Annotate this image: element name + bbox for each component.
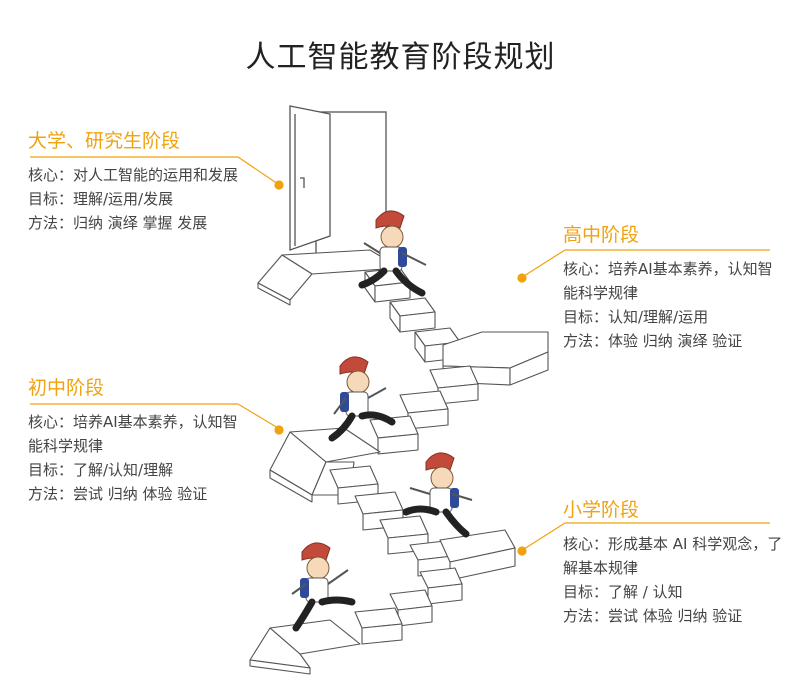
- stage-goal: 目标：了解 / 认知: [563, 583, 683, 601]
- top-landing: [257, 249, 401, 306]
- bottom-stairs: [249, 567, 463, 675]
- open-door-icon: [289, 105, 387, 261]
- page-title: 人工智能教育阶段规划: [245, 40, 556, 75]
- stage-name: 初中阶段: [28, 377, 105, 399]
- child-climbing-icon: [402, 452, 473, 538]
- stage-name: 小学阶段: [563, 499, 640, 521]
- stage-core: 核心：培养AI基本素养，认知智能科学规律: [28, 413, 238, 455]
- child-climbing-icon: [291, 542, 356, 632]
- stage-high-school: 高中阶段 核心：培养AI基本素养，认知智能科学规律 目标：认知/理解/运用 方法…: [563, 220, 785, 353]
- stage-goal: 目标：理解/运用/发展: [28, 190, 174, 208]
- connector-lines: [30, 156, 770, 556]
- stage-method: 方法：尝试 体验 归纳 验证: [563, 607, 743, 625]
- stage-goal: 目标：了解/认知/理解: [28, 461, 174, 479]
- stage-method: 方法：归纳 演绎 掌握 发展: [28, 214, 208, 232]
- child-climbing-icon: [358, 210, 427, 297]
- stage-goal: 目标：认知/理解/运用: [563, 308, 709, 326]
- stage-method: 方法：尝试 归纳 体验 验证: [28, 485, 208, 503]
- stage-primary-school: 小学阶段 核心：形成基本 AI 科学观念，了解基本规律 目标：了解 / 认知 方…: [563, 495, 785, 628]
- stage-name: 高中阶段: [563, 224, 640, 246]
- stage-university: 大学、研究生阶段 核心：对人工智能的运用和发展 目标：理解/运用/发展 方法：归…: [28, 126, 250, 235]
- child-climbing-icon: [328, 356, 396, 442]
- stage-core: 核心：对人工智能的运用和发展: [28, 166, 239, 184]
- stage-middle-school: 初中阶段 核心：培养AI基本素养，认知智能科学规律 目标：了解/认知/理解 方法…: [28, 373, 250, 506]
- stage-core: 核心：培养AI基本素养，认知智能科学规律: [563, 260, 773, 302]
- stage-name: 大学、研究生阶段: [28, 130, 181, 152]
- lower-middle-stairs: [329, 465, 516, 581]
- stage-core: 核心：形成基本 AI 科学观念，了解基本规律: [563, 535, 783, 577]
- stage-method: 方法：体验 归纳 演绎 验证: [563, 332, 743, 350]
